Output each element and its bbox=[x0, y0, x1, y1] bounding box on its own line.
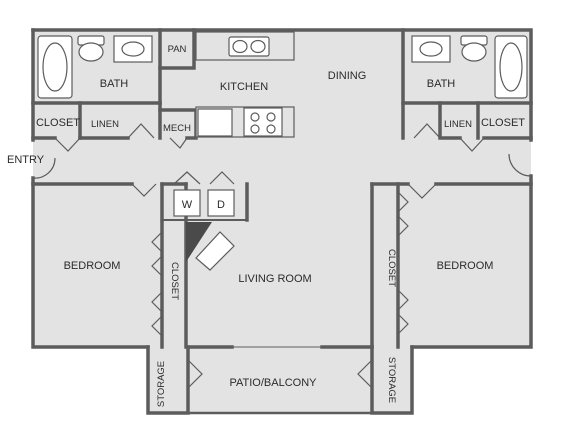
bedroom-right-door-swing bbox=[407, 183, 437, 199]
label-bath-left: BATH bbox=[100, 78, 129, 90]
burner-3 bbox=[250, 124, 260, 134]
closet-right-door-swing bbox=[459, 137, 485, 152]
label-linen-left: LINEN bbox=[91, 119, 119, 130]
bedroom-left-door-swing bbox=[131, 183, 157, 197]
washer-door-swing bbox=[173, 171, 201, 185]
burner-2 bbox=[266, 112, 276, 122]
label-linen-right: LINEN bbox=[444, 119, 472, 130]
hall-linen-door-swing bbox=[127, 123, 155, 139]
label-patio: PATIO/BALCONY bbox=[229, 377, 317, 389]
closet-left-doors-lower bbox=[151, 291, 163, 337]
burner-4 bbox=[266, 124, 276, 134]
label-living-room: LIVING ROOM bbox=[238, 273, 311, 285]
walls bbox=[31, 28, 533, 415]
label-bedroom-left: BEDROOM bbox=[64, 260, 121, 272]
label-bedroom-right: BEDROOM bbox=[437, 260, 494, 272]
bathtub-left-basin bbox=[42, 42, 68, 92]
linen-right-door-swing bbox=[413, 123, 441, 139]
washer bbox=[173, 189, 201, 217]
entry-door-swing bbox=[32, 157, 56, 179]
closet-left-door-swing bbox=[54, 137, 81, 152]
fixtures bbox=[37, 31, 528, 217]
sink-bowl-right bbox=[250, 39, 266, 54]
bathtub-right-basin bbox=[499, 42, 523, 92]
toilet-bowl-right bbox=[461, 42, 487, 62]
closet-left-doors-upper bbox=[151, 231, 163, 277]
label-closet-left: CLOSET bbox=[36, 117, 80, 129]
closet-right-doors-lower bbox=[397, 289, 409, 335]
storage-left-wall bbox=[146, 345, 190, 415]
sink-bowl-left bbox=[232, 39, 248, 54]
hvac-unit bbox=[195, 231, 235, 271]
label-bath-right: BATH bbox=[427, 78, 456, 90]
mech-door-swing bbox=[169, 137, 188, 149]
label-pan: PAN bbox=[168, 44, 187, 55]
label-mech: MECH bbox=[163, 123, 191, 134]
label-washer: W bbox=[182, 199, 193, 211]
storage-left-door-swing bbox=[187, 359, 203, 389]
dryer bbox=[207, 189, 235, 217]
floor-areas bbox=[33, 30, 531, 413]
water-heater-wedge bbox=[186, 222, 212, 262]
label-dryer: D bbox=[217, 199, 225, 211]
storage-right-door-swing bbox=[357, 359, 373, 389]
label-storage-right: STORAGE bbox=[386, 357, 397, 403]
patio-side-door-swing bbox=[508, 153, 532, 177]
outer-wall-right-lower bbox=[410, 174, 533, 349]
label-closet-center-left: CLOSET bbox=[169, 262, 180, 300]
label-storage-left: STORAGE bbox=[156, 361, 167, 407]
patio-floor bbox=[148, 347, 412, 413]
label-kitchen: KITCHEN bbox=[220, 81, 268, 93]
lavatory-left bbox=[121, 41, 145, 57]
range bbox=[243, 107, 283, 137]
lavatory-right bbox=[419, 41, 443, 57]
label-closet-right: CLOSET bbox=[481, 117, 525, 129]
door-swings bbox=[32, 123, 532, 389]
storage-right-wall bbox=[370, 345, 414, 415]
label-closet-center-right: CLOSET bbox=[386, 249, 397, 287]
dishwasher bbox=[197, 108, 233, 137]
burner-1 bbox=[250, 112, 260, 122]
toilet-bowl-left bbox=[78, 42, 104, 62]
main-floor bbox=[33, 30, 531, 347]
label-dining: DINING bbox=[328, 70, 367, 82]
dryer-door-swing bbox=[209, 171, 235, 185]
label-entry: ENTRY bbox=[7, 154, 45, 166]
closet-right-doors-upper bbox=[397, 191, 409, 237]
outer-wall-left-lower bbox=[31, 176, 150, 349]
room-labels: BATH BATH PAN KITCHEN DINING CLOSET CLOS… bbox=[7, 44, 525, 407]
pantry-wall bbox=[158, 28, 196, 70]
